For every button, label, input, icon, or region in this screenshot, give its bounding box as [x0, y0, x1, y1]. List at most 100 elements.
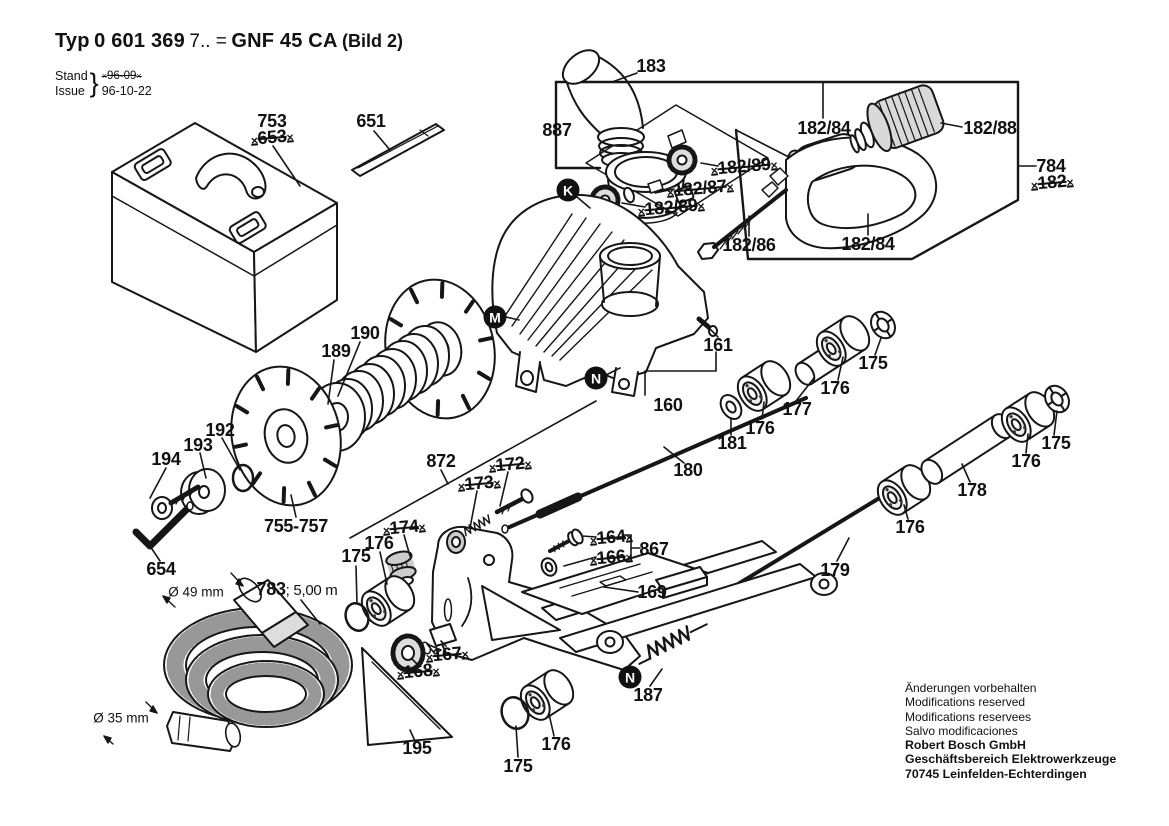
- footer-line: Salvo modificaciones: [905, 723, 1018, 738]
- part-label-183: 183: [636, 57, 665, 75]
- label-text: 872: [426, 451, 456, 471]
- part-label-169: 169: [637, 583, 666, 601]
- label-text: 195: [402, 738, 432, 758]
- flange-parts-drawing: [132, 463, 255, 550]
- footer-address: 70745 Leinfelden-Echterdingen: [905, 766, 1087, 781]
- part-label-193: 193: [183, 436, 212, 454]
- label-text: 176: [895, 517, 925, 537]
- label-text: Ø 35 mm: [93, 710, 149, 726]
- base-assembly-drawing: [344, 488, 838, 746]
- part-label-175: 175: [503, 757, 532, 775]
- part-label-172: 172: [489, 453, 532, 475]
- title-type-number: 0 601 369: [94, 30, 185, 52]
- label-text: 180: [673, 460, 703, 480]
- dimension-arrows: [103, 572, 244, 745]
- part-label-173: 173: [458, 472, 501, 494]
- title-type-suffix: 7.. =: [189, 31, 227, 52]
- part-label-872: 872: [426, 452, 455, 470]
- part-label-182/89: 182/89: [638, 195, 705, 220]
- carrying-case-drawing: [111, 122, 338, 353]
- part-label-160: 160: [653, 396, 682, 414]
- label-text: N: [624, 669, 636, 685]
- label-text: 175: [858, 353, 888, 373]
- part-label-166: 166: [589, 546, 633, 568]
- part-label-177: 177: [782, 400, 811, 418]
- label-text: 189: [321, 341, 351, 361]
- label-text: 179: [820, 560, 850, 580]
- issue-date: 96-10-22: [101, 83, 152, 98]
- part-label-194: 194: [151, 450, 180, 468]
- part-label-176: 176: [1011, 452, 1040, 470]
- footer-line: Änderungen vorbehalten: [905, 681, 1037, 695]
- part-label-176: 176: [541, 735, 570, 753]
- part-label-181: 181: [717, 434, 746, 452]
- label-text: 182: [1030, 171, 1074, 193]
- page-title: Typ 0 601 369 7.. = GNF 45 CA (Bild 2): [55, 30, 403, 53]
- issue-block: Stand Issue } 96-09 96-10-22: [55, 68, 152, 99]
- saw-blade-set-drawing: [216, 267, 510, 518]
- part-label-178: 178: [957, 481, 986, 499]
- part-label-182/84: 182/84: [841, 234, 895, 254]
- part-label-176: 176: [895, 518, 924, 536]
- stand-label: Stand: [55, 68, 88, 83]
- label-text: 169: [637, 582, 667, 602]
- label-text: 176: [745, 418, 775, 438]
- label-text: 193: [183, 435, 213, 455]
- leader-lines: [149, 72, 1058, 758]
- label-text: 160: [653, 395, 683, 415]
- flat-bar-drawing: [351, 123, 445, 177]
- label-text: K: [562, 182, 574, 198]
- footer-line: Modifications reserved: [905, 695, 1026, 710]
- part-label-187: 187: [633, 686, 662, 704]
- label-text: Ø 49 mm: [168, 584, 224, 600]
- roller-shaft-drawing: [501, 306, 901, 534]
- label-text: 867: [639, 539, 669, 559]
- label-text: 183: [636, 56, 666, 76]
- part-label-654: 654: [146, 560, 175, 578]
- label-text: 166: [589, 546, 633, 568]
- label-text: 755-757: [264, 516, 328, 536]
- label-text: 187: [633, 685, 663, 705]
- part-label-175: 175: [858, 354, 887, 372]
- label-text: 182/84: [841, 234, 895, 254]
- suction-hose-drawing: [103, 572, 353, 752]
- part-label-182/86: 182/86: [722, 236, 776, 254]
- part-label-182/88: 182/88: [963, 119, 1017, 137]
- part-label-182/89: 182/89: [711, 154, 778, 179]
- label-text: 176: [541, 734, 571, 754]
- label-suffix: ; 5,00 m: [285, 582, 338, 599]
- superseded-date: 96-09: [102, 69, 152, 84]
- label-text: 194: [151, 449, 181, 469]
- label-text: 176: [364, 533, 394, 553]
- label-text: 192: [205, 420, 235, 440]
- part-label-175: 175: [341, 547, 370, 565]
- label-text: 783: [256, 579, 286, 599]
- part-label-161: 161: [703, 336, 732, 354]
- title-model: GNF 45 CA: [231, 30, 338, 52]
- legal-footer: Änderungen vorbehalten Modifications res…: [905, 681, 1116, 781]
- view-marker-N: N: [584, 366, 608, 390]
- part-label-176: 176: [364, 534, 393, 552]
- label-text: 164: [589, 526, 633, 548]
- label-text: 176: [820, 378, 850, 398]
- part-label-176: 176: [745, 419, 774, 437]
- part-label-Ø 35 mm: Ø 35 mm: [93, 711, 149, 725]
- label-text: N: [590, 370, 602, 386]
- group-160-bracket: [644, 351, 717, 396]
- part-label-653: 653: [251, 126, 294, 148]
- elbow-adapter-drawing: [561, 49, 645, 168]
- clamp-assembly-drawing: [697, 84, 945, 260]
- label-text: 181: [717, 433, 747, 453]
- label-text: 651: [356, 111, 386, 131]
- label-text: 190: [350, 323, 380, 343]
- part-label-164: 164: [589, 526, 633, 548]
- label-text: 887: [542, 120, 572, 140]
- part-label-168: 168: [397, 660, 440, 682]
- part-label-182/84: 182/84: [797, 119, 851, 137]
- label-text: 175: [503, 756, 533, 776]
- part-label-783: 783; 5,00 m: [257, 580, 338, 598]
- part-label-182/87: 182/87: [667, 176, 734, 201]
- title-figure: (Bild 2): [342, 31, 404, 51]
